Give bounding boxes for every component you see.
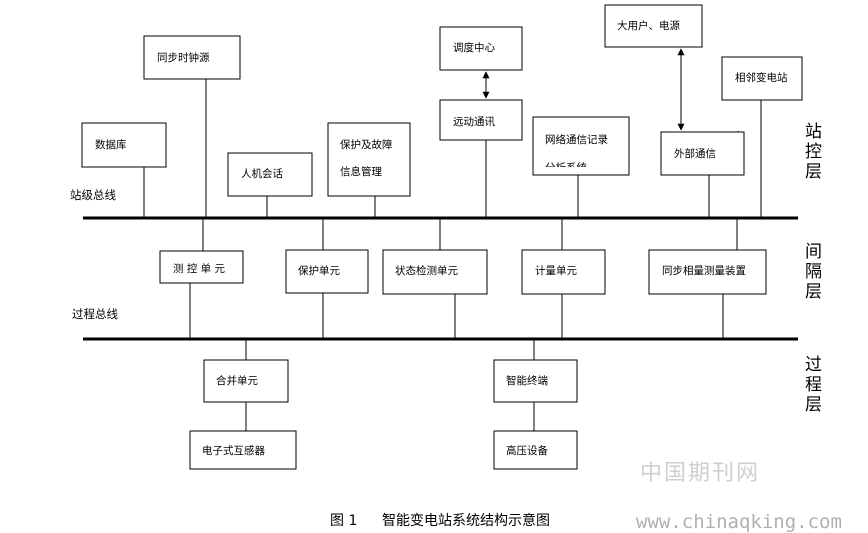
process-bus-label: 过程总线: [72, 307, 118, 321]
telecontrol-box: 远动通讯: [439, 99, 523, 141]
merging-unit-box: 合并单元: [203, 359, 289, 403]
hv-equipment-box: 高压设备: [493, 430, 578, 470]
station-bus-label: 站级总线: [70, 188, 116, 202]
state-monitor-label: 状态检测单元: [395, 264, 458, 277]
hv-equipment-label: 高压设备: [506, 444, 548, 457]
protection-fault-label-1: 保护及故障: [340, 138, 393, 151]
neighbor-station-box: 相邻变电站: [721, 56, 803, 101]
station-layer-char-2: 控: [805, 142, 822, 162]
metering-label: 计量单元: [535, 264, 577, 277]
protection-fault-box: 保护及故障 信息管理: [327, 122, 411, 197]
state-monitor-box: 状态检测单元: [382, 249, 488, 295]
hmi-label: 人机会话: [241, 167, 283, 180]
station-layer-char-3: 层: [805, 162, 822, 182]
external-comm-box: 外部通信: [660, 131, 745, 176]
watermark-name: 中国期刊网: [640, 461, 760, 486]
figure-number: 图 1: [330, 513, 357, 529]
hmi-box: 人机会话: [227, 152, 313, 197]
bay-layer-char-2: 隔: [805, 262, 822, 282]
metering-box: 计量单元: [521, 249, 606, 295]
watermark-url: www.chinaqking.com: [636, 511, 842, 533]
time-sync-box: 同步时钟源: [143, 35, 241, 80]
pmu-box: 同步相量测量装置: [648, 249, 767, 295]
network-record-box: 网络通信记录 分析系统: [532, 116, 630, 176]
figure-title: 智能变电站系统结构示意图: [382, 512, 550, 529]
process-layer-char-1: 过: [805, 355, 822, 375]
database-label: 数据库: [95, 138, 127, 151]
merging-unit-label: 合并单元: [216, 374, 258, 387]
measure-control-box: 测 控 单 元: [159, 250, 244, 284]
time-sync-label: 同步时钟源: [157, 51, 210, 64]
smart-terminal-label: 智能终端: [506, 374, 548, 387]
telecontrol-label: 远动通讯: [453, 115, 495, 128]
process-layer-char-3: 层: [805, 395, 822, 415]
external-comm-label: 外部通信: [674, 147, 716, 160]
dispatch-center-label: 调度中心: [453, 41, 495, 54]
measure-control-label: 测 控 单 元: [173, 262, 226, 275]
big-user-power-box: 大用户、电源: [604, 4, 703, 48]
smart-terminal-box: 智能终端: [493, 359, 578, 403]
bay-layer-char-3: 层: [805, 282, 822, 302]
big-user-power-label: 大用户、电源: [617, 19, 680, 32]
dispatch-center-box: 调度中心: [439, 26, 523, 71]
protection-unit-label: 保护单元: [298, 264, 340, 277]
protection-unit-box: 保护单元: [285, 249, 369, 294]
neighbor-station-label: 相邻变电站: [735, 71, 788, 84]
electronic-transformer-box: 电子式互感器: [189, 430, 297, 470]
station-layer-char-1: 站: [805, 122, 822, 142]
pmu-label: 同步相量测量装置: [662, 264, 746, 277]
electronic-transformer-label: 电子式互感器: [202, 444, 265, 457]
process-layer-char-2: 程: [805, 375, 822, 395]
database-box: 数据库: [81, 122, 167, 168]
network-record-label-1: 网络通信记录: [545, 133, 608, 146]
protection-fault-label-2: 信息管理: [340, 165, 382, 178]
bay-layer-char-1: 间: [805, 242, 822, 262]
